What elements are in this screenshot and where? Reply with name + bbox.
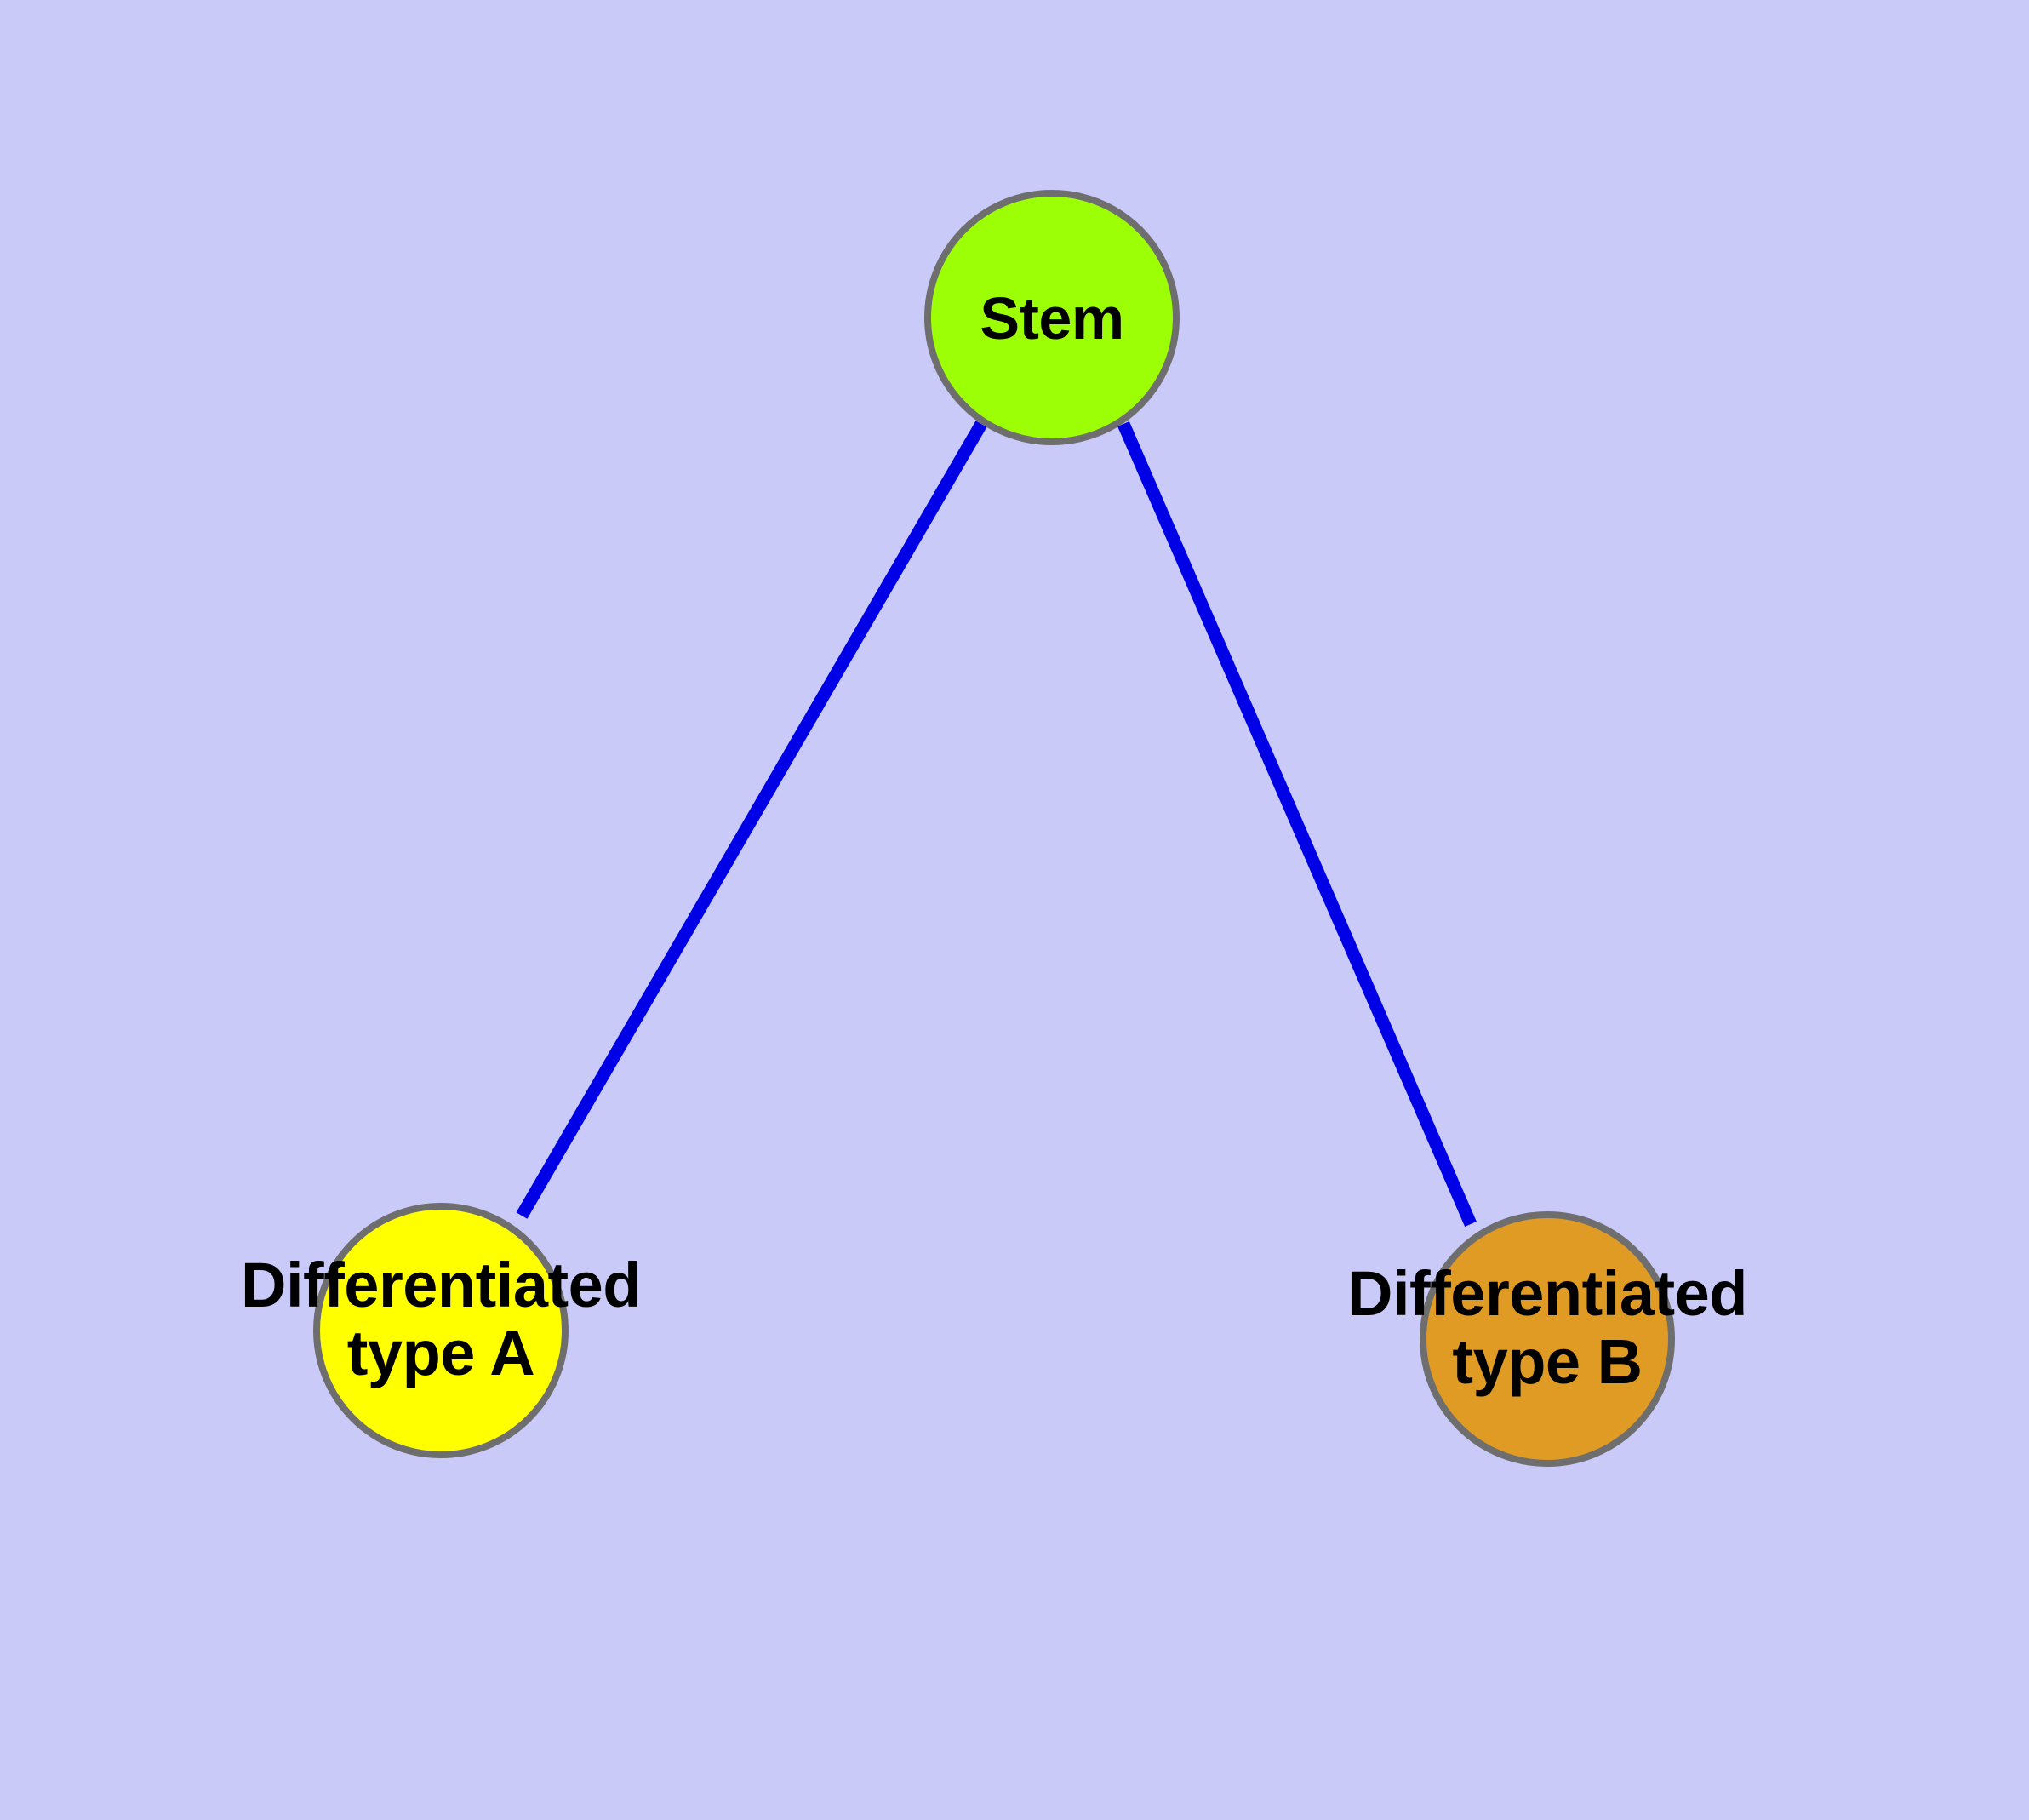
node-stem[interactable]: [924, 190, 1180, 445]
node-differentiated-type-a[interactable]: [313, 1203, 569, 1458]
edge-stem-to-differentiated-type-a: [516, 421, 987, 1219]
node-differentiated-type-b[interactable]: [1420, 1211, 1675, 1467]
edge-stem-to-differentiated-type-b: [1117, 421, 1477, 1227]
